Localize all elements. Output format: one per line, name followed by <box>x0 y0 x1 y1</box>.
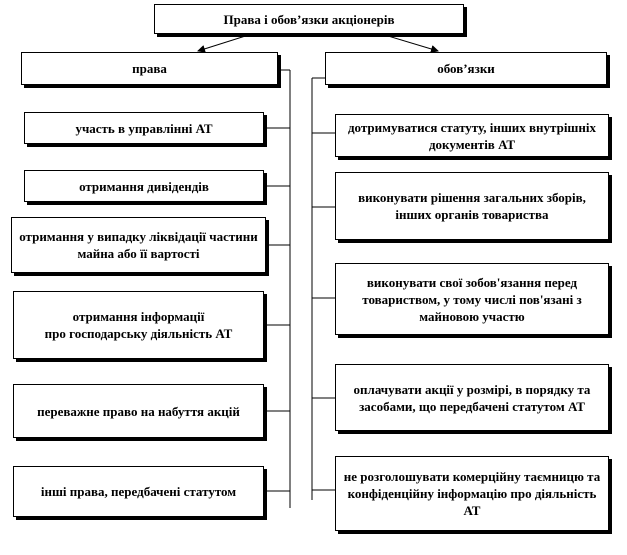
duties-item-1: дотримуватися статуту, інших внутрішніх … <box>335 114 609 157</box>
rights-item-4: отримання інформації про господарську ді… <box>13 291 264 359</box>
duties-item-2: виконувати рішення загальних зборів, інш… <box>335 172 609 240</box>
rights-heading: права <box>21 52 278 85</box>
rights-item-5: переважне право на набуття акцій <box>13 384 264 438</box>
duties-item-5: не розголошувати комерційну таємницю та … <box>335 456 609 531</box>
duties-item-4: оплачувати акції у розмірі, в порядку та… <box>335 364 609 431</box>
duties-item-3: виконувати свої зобов'язання перед товар… <box>335 263 609 335</box>
title-text: Права і обов’язки акціонерів <box>223 11 395 27</box>
rights-item-2: отримання дивідендів <box>24 170 264 202</box>
arrow-title-to-duties <box>377 32 439 53</box>
rights-item-6: інші права, передбачені статутом <box>13 466 264 517</box>
rights-item-3: отримання у випадку ліквідації частини м… <box>11 217 266 273</box>
duties-heading: обов’язки <box>325 52 607 85</box>
arrow-title-to-rights <box>197 32 256 53</box>
title-box: Права і обов’язки акціонерів <box>154 4 464 34</box>
rights-item-1: участь в управлінні АТ <box>24 112 264 144</box>
